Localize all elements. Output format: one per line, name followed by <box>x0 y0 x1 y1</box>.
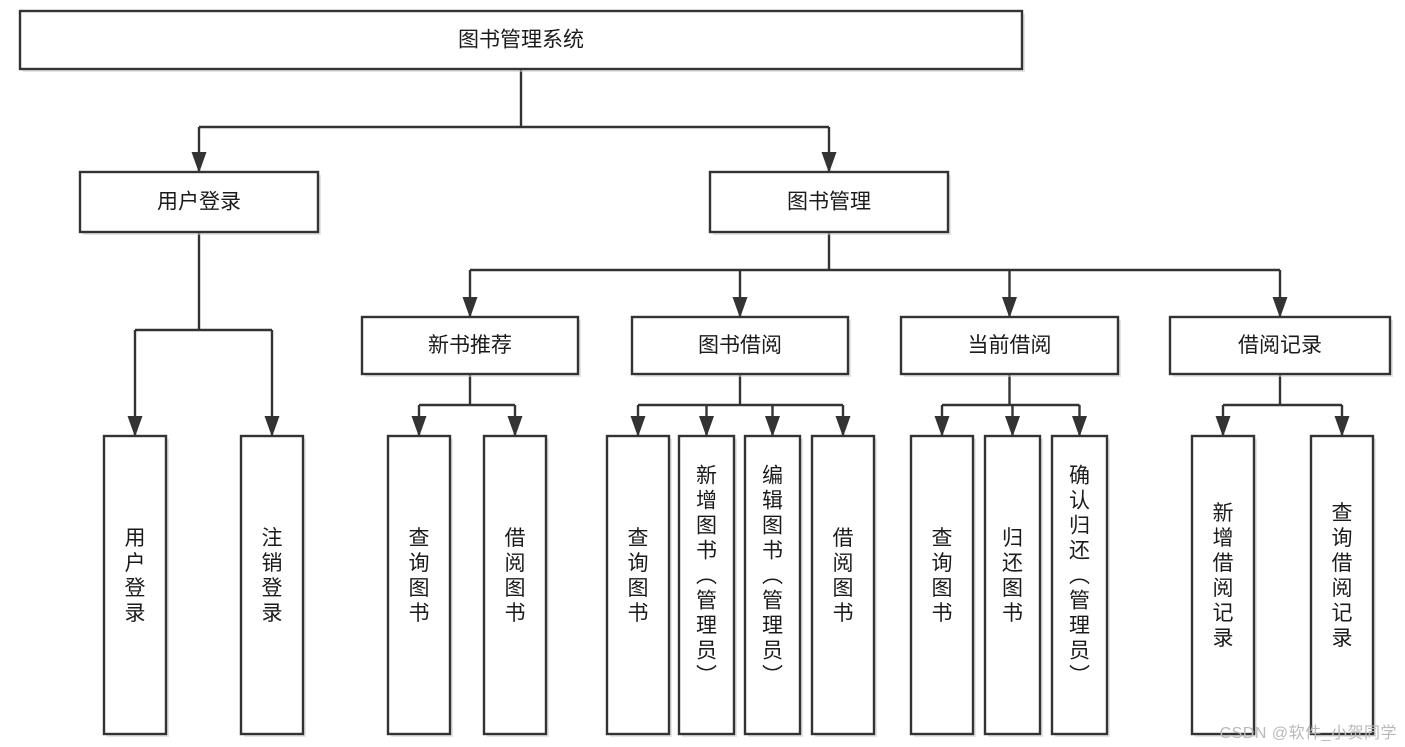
watermark-text: CSDN @软件_小贺同学 <box>1219 725 1397 742</box>
node-label: 查询图书 <box>628 527 649 625</box>
arrow-head-icon <box>1334 416 1350 437</box>
node-root[interactable]: 图书管理系统 <box>18 9 1025 72</box>
node-leaf-logout[interactable]: 注销登录 <box>239 434 306 737</box>
node-rect[interactable] <box>630 315 850 376</box>
arrow-head-icon <box>835 416 851 437</box>
node-label: 借阅图书 <box>833 527 854 625</box>
arrow-head-icon <box>411 416 427 437</box>
node-rect[interactable] <box>983 434 1042 736</box>
node-rect[interactable] <box>810 434 876 736</box>
node-rect[interactable] <box>1050 434 1109 736</box>
node-label: 新增图书︵管理员︶ <box>696 465 717 688</box>
node-leaf-borrow-book-recommend[interactable]: 借阅图书 <box>482 434 549 737</box>
arrow-head-icon <box>630 416 646 437</box>
arrow-head-icon <box>699 416 714 437</box>
node-rect[interactable] <box>677 434 736 736</box>
arrow-head-icon <box>127 416 143 437</box>
node-rect[interactable] <box>18 9 1024 71</box>
node-label: 当前借阅 <box>968 334 1052 357</box>
node-label: 查询借阅记录 <box>1332 502 1353 650</box>
node-rect[interactable] <box>102 434 168 736</box>
node-label: 新书推荐 <box>428 334 512 357</box>
arrow-head-icon <box>1002 297 1017 318</box>
node-leaf-return-book[interactable]: 归还图书 <box>983 434 1043 737</box>
node-leaf-add-borrow-record[interactable]: 新增借阅记录 <box>1190 434 1257 737</box>
node-leaf-edit-book[interactable]: 编辑图书︵管理员︶ <box>743 434 803 737</box>
arrow-head-icon <box>821 152 837 173</box>
node-leaf-user-login[interactable]: 用户登录 <box>102 434 169 737</box>
arrow-head-icon <box>264 416 280 437</box>
node-borrow-record[interactable]: 借阅记录 <box>1168 315 1393 377</box>
arrow-head-icon <box>462 297 478 318</box>
node-user-login[interactable]: 用户登录 <box>78 170 321 235</box>
node-rect[interactable] <box>482 434 548 736</box>
node-rect[interactable] <box>386 434 452 736</box>
node-leaf-query-book-recommend[interactable]: 查询图书 <box>386 434 453 737</box>
node-label: 确认归还︵管理员︶ <box>1069 465 1090 688</box>
node-new-book-recommend[interactable]: 新书推荐 <box>360 315 581 377</box>
node-book-manage[interactable]: 图书管理 <box>708 170 951 235</box>
node-leaf-borrow-book[interactable]: 借阅图书 <box>810 434 877 737</box>
arrow-head-icon <box>765 416 780 437</box>
node-leaf-query-borrow-record[interactable]: 查询借阅记录 <box>1309 434 1376 737</box>
node-label: 归还图书 <box>1002 527 1023 625</box>
node-layer: 图书管理系统用户登录图书管理新书推荐图书借阅当前借阅借阅记录用户登录注销登录查询… <box>18 9 1393 737</box>
node-rect[interactable] <box>909 434 975 736</box>
node-current-borrow[interactable]: 当前借阅 <box>899 315 1121 377</box>
node-rect[interactable] <box>708 170 950 234</box>
node-rect[interactable] <box>1190 434 1256 736</box>
arrow-head-icon <box>1215 416 1231 437</box>
arrow-head-icon <box>1072 416 1087 437</box>
node-rect[interactable] <box>239 434 305 736</box>
node-rect[interactable] <box>605 434 671 736</box>
node-leaf-confirm-return[interactable]: 确认归还︵管理员︶ <box>1050 434 1110 737</box>
node-leaf-query-book-current[interactable]: 查询图书 <box>909 434 976 737</box>
node-label: 图书借阅 <box>698 334 782 357</box>
arrow-head-icon <box>934 416 950 437</box>
arrow-head-icon <box>1272 297 1288 318</box>
node-rect[interactable] <box>78 170 320 234</box>
arrow-head-icon <box>507 416 523 437</box>
node-label: 查询图书 <box>932 527 953 625</box>
node-label: 查询图书 <box>409 527 430 625</box>
node-label: 借阅图书 <box>505 527 526 625</box>
connector-layer <box>127 69 1350 437</box>
node-label: 用户登录 <box>157 191 241 214</box>
node-book-borrow[interactable]: 图书借阅 <box>630 315 851 377</box>
node-rect[interactable] <box>743 434 802 736</box>
node-leaf-query-book-borrow[interactable]: 查询图书 <box>605 434 672 737</box>
node-label: 用户登录 <box>125 527 146 625</box>
node-label: 编辑图书︵管理员︶ <box>762 465 783 688</box>
node-label: 图书管理 <box>787 191 871 214</box>
node-label: 注销登录 <box>262 527 283 625</box>
node-label: 新增借阅记录 <box>1213 502 1234 650</box>
arrow-head-icon <box>732 297 748 318</box>
node-rect[interactable] <box>1168 315 1392 376</box>
node-rect[interactable] <box>1309 434 1375 736</box>
node-label: 图书管理系统 <box>458 29 584 52</box>
node-rect[interactable] <box>360 315 580 376</box>
node-leaf-add-book[interactable]: 新增图书︵管理员︶ <box>677 434 737 737</box>
arrow-head-icon <box>191 152 207 173</box>
arrow-head-icon <box>1005 416 1020 437</box>
node-label: 借阅记录 <box>1238 334 1322 357</box>
node-rect[interactable] <box>899 315 1120 376</box>
